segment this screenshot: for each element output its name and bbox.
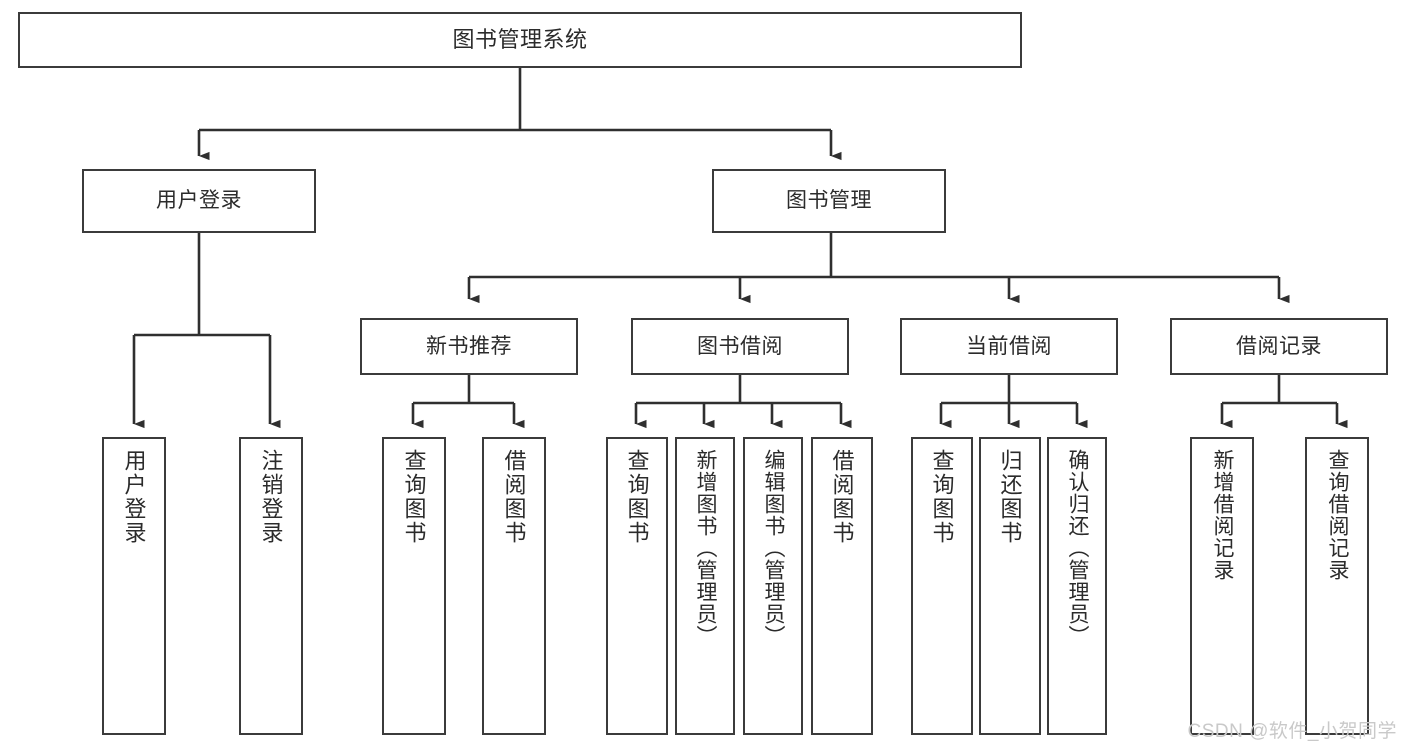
node-label: 用户登录 <box>121 449 147 545</box>
node-label: 查询图书 <box>624 449 650 545</box>
leaf-query-book-current[interactable]: 查询图书 <box>911 437 973 735</box>
leaf-return-book[interactable]: 归还图书 <box>979 437 1041 735</box>
node-book-borrow[interactable]: 图书借阅 <box>631 318 849 375</box>
node-label: 用户登录 <box>156 189 242 213</box>
leaf-add-borrow-record[interactable]: 新增借阅记录 <box>1190 437 1254 735</box>
node-label: 图书借阅 <box>697 334 783 358</box>
node-borrow-record[interactable]: 借阅记录 <box>1170 318 1388 375</box>
leaf-user-login[interactable]: 用户登录 <box>102 437 166 735</box>
leaf-edit-book-admin[interactable]: 编辑图书（管理员） <box>743 437 803 735</box>
watermark: CSDN @软件_小贺同学 <box>1187 721 1397 742</box>
node-label: 归还图书 <box>997 449 1023 545</box>
node-label: 当前借阅 <box>966 334 1052 358</box>
leaf-query-borrow-record[interactable]: 查询借阅记录 <box>1305 437 1369 735</box>
node-label: 借阅记录 <box>1236 334 1322 358</box>
leaf-confirm-return-admin[interactable]: 确认归还（管理员） <box>1047 437 1107 735</box>
node-label: 确认归还（管理员） <box>1066 449 1090 647</box>
node-book-management[interactable]: 图书管理 <box>712 169 946 233</box>
node-label: 查询图书 <box>401 449 427 545</box>
node-user-login[interactable]: 用户登录 <box>82 169 316 233</box>
node-label: 图书管理 <box>786 189 872 213</box>
node-label: 编辑图书（管理员） <box>762 449 786 647</box>
node-label: 注销登录 <box>258 449 284 545</box>
node-label: 新书推荐 <box>426 334 512 358</box>
node-label: 借阅图书 <box>501 449 527 545</box>
leaf-add-book-admin[interactable]: 新增图书（管理员） <box>675 437 735 735</box>
leaf-logout[interactable]: 注销登录 <box>239 437 303 735</box>
node-label: 借阅图书 <box>829 449 855 545</box>
leaf-borrow-book-recommend[interactable]: 借阅图书 <box>482 437 546 735</box>
node-label: 查询借阅记录 <box>1326 449 1350 581</box>
node-label: 查询图书 <box>929 449 955 545</box>
node-new-book-recommend[interactable]: 新书推荐 <box>360 318 578 375</box>
node-root-book-management-system[interactable]: 图书管理系统 <box>18 12 1022 68</box>
node-label: 新增借阅记录 <box>1211 449 1235 581</box>
node-label: 图书管理系统 <box>452 26 588 52</box>
leaf-borrow-book[interactable]: 借阅图书 <box>811 437 873 735</box>
leaf-query-book-borrow[interactable]: 查询图书 <box>606 437 668 735</box>
node-current-borrow[interactable]: 当前借阅 <box>900 318 1118 375</box>
leaf-query-book-recommend[interactable]: 查询图书 <box>382 437 446 735</box>
node-label: 新增图书（管理员） <box>694 449 718 647</box>
